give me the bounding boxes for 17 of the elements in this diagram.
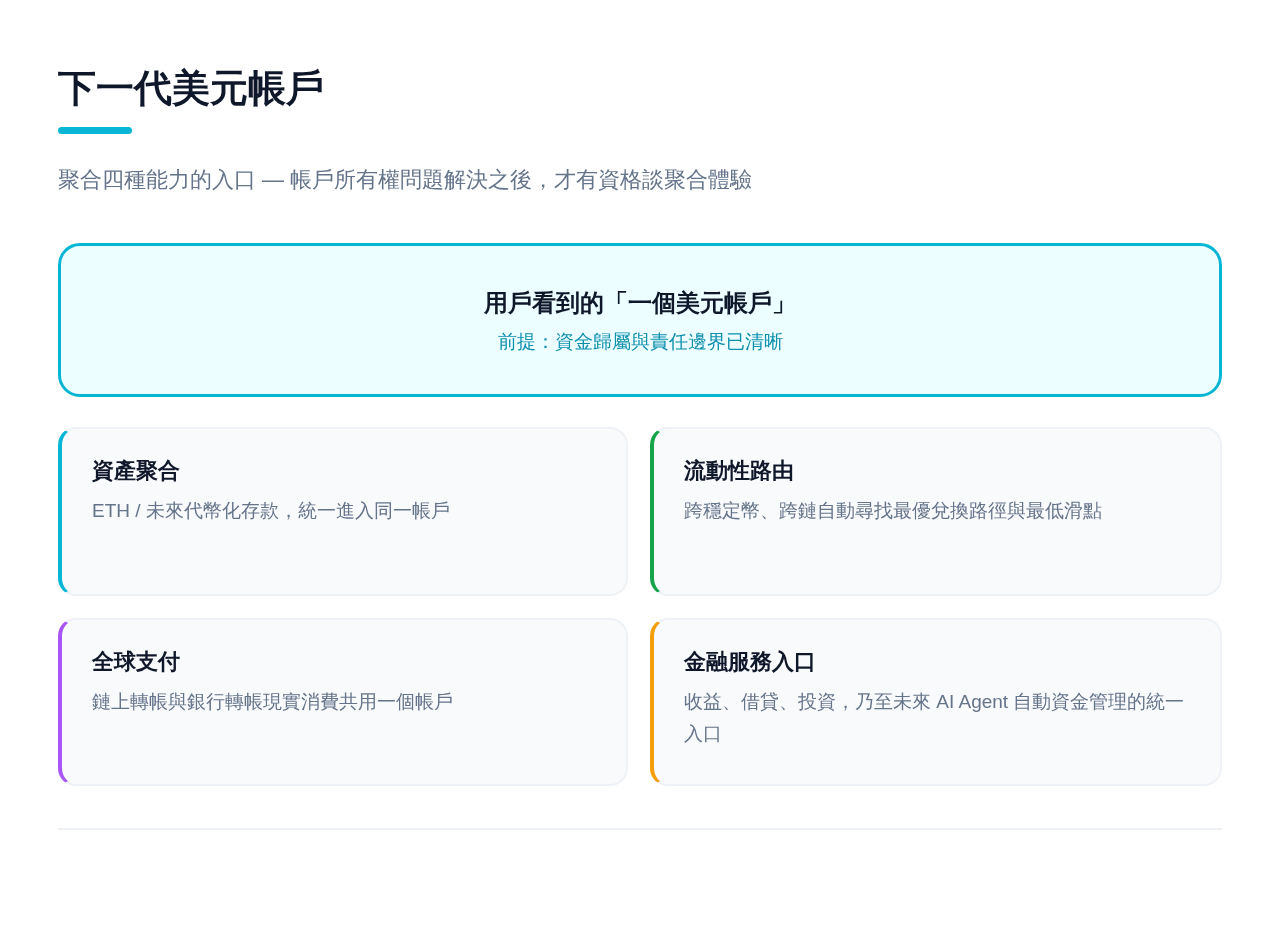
card-description: 跨穩定幣、跨鏈自動尋找最優兌換路徑與最低滑點 [684, 499, 1103, 523]
highlight-panel [58, 243, 1222, 397]
card-description: 收益、借貸、投資，乃至未來 AI Agent 自動資金管理的統一入口 [684, 690, 1186, 746]
subtitle: 聚合四種能力的入口 — 帳戶所有權問題解決之後，才有資格談聚合體驗 [58, 166, 753, 194]
feature-card [58, 427, 628, 596]
feature-card [650, 618, 1222, 786]
panel-heading: 用戶看到的「一個美元帳戶」 [484, 288, 796, 318]
feature-card [58, 618, 628, 786]
card-description: ETH / 未來代幣化存款，統一進入同一帳戶 [92, 499, 451, 523]
card-heading: 流動性路由 [684, 457, 794, 485]
feature-card [650, 427, 1222, 596]
card-heading: 全球支付 [92, 648, 180, 676]
card-heading: 金融服務入口 [684, 648, 816, 676]
page-title: 下一代美元帳戶 [58, 66, 324, 111]
card-heading: 資產聚合 [92, 457, 180, 485]
panel-subheading: 前提：資金歸屬與責任邊界已清晰 [497, 330, 783, 354]
card-description: 鏈上轉帳與銀行轉帳現實消費共用一個帳戶 [92, 690, 454, 714]
